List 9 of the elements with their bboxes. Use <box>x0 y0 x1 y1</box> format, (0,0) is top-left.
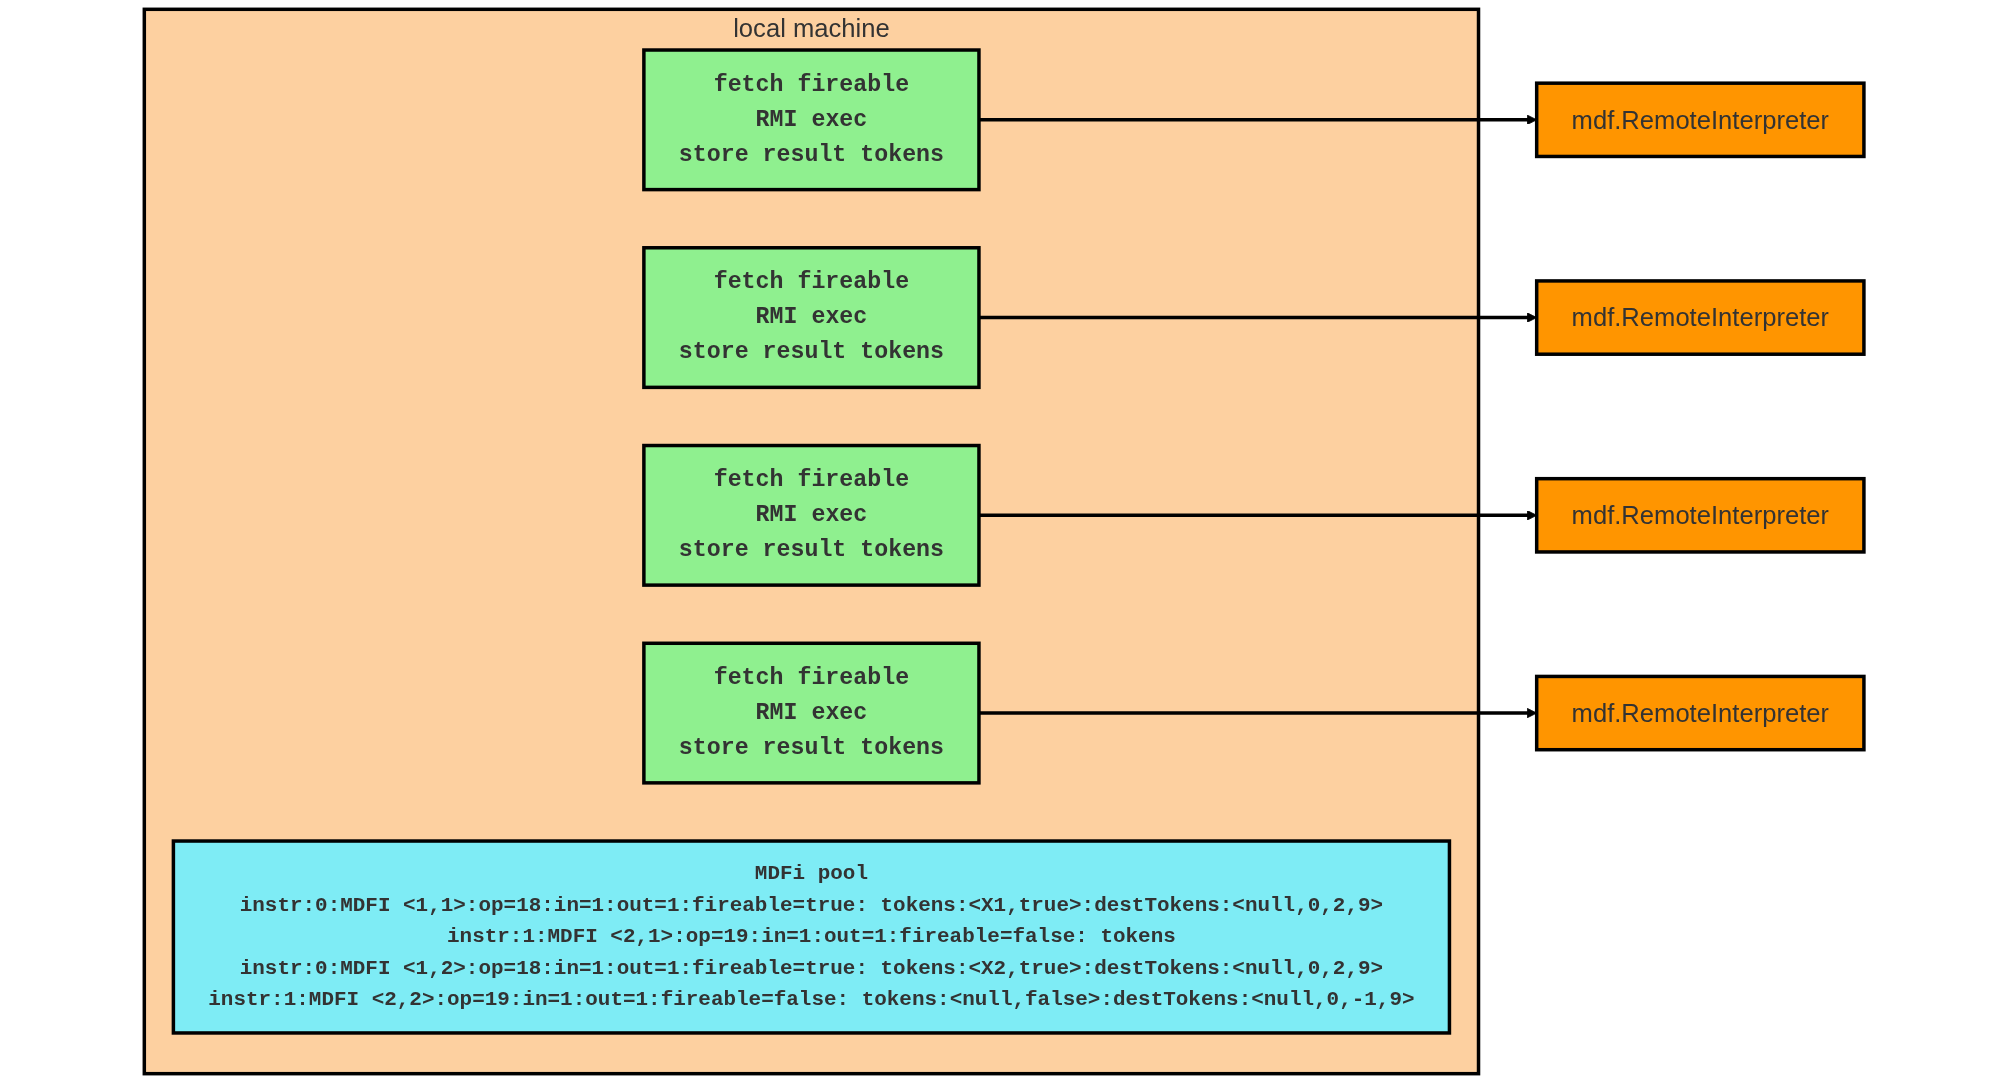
node-box: mdf.RemoteInterpreter <box>1534 476 1866 554</box>
node-box: fetch fireable RMI exec store result tokens <box>642 641 981 785</box>
node-box: fetch fireable RMI exec store result tokens <box>642 443 981 587</box>
node-box: fetch fireable RMI exec store result tokens <box>642 48 981 192</box>
node-box: mdf.RemoteInterpreter <box>1534 81 1866 159</box>
node-box: mdf.RemoteInterpreter <box>1534 674 1866 752</box>
node-box: fetch fireable RMI exec store result tokens <box>642 246 981 390</box>
node-box: mdf.RemoteInterpreter <box>1534 279 1866 356</box>
node-box: MDFi pool instr:0:MDFI <1,1>:op=18:in=1:out=1:fireable=true: tokens:<X1,true>:destTokens:<null,0,2,9> instr:1:MDFI <2,1>:op=19:in=1:out=1:fireable=false: tokens instr:0:MDFI <1,2>:op=18:in=1:out=1:fireable=true: tokens:<X2,true>:destTokens:<null,0,2,9> instr:1:MDFI <2,2>:op=19:in=1:out=1:fireable=false: tokens:<null,false>:destTokens:<null,0,-1,9> <box>171 839 1452 1035</box>
